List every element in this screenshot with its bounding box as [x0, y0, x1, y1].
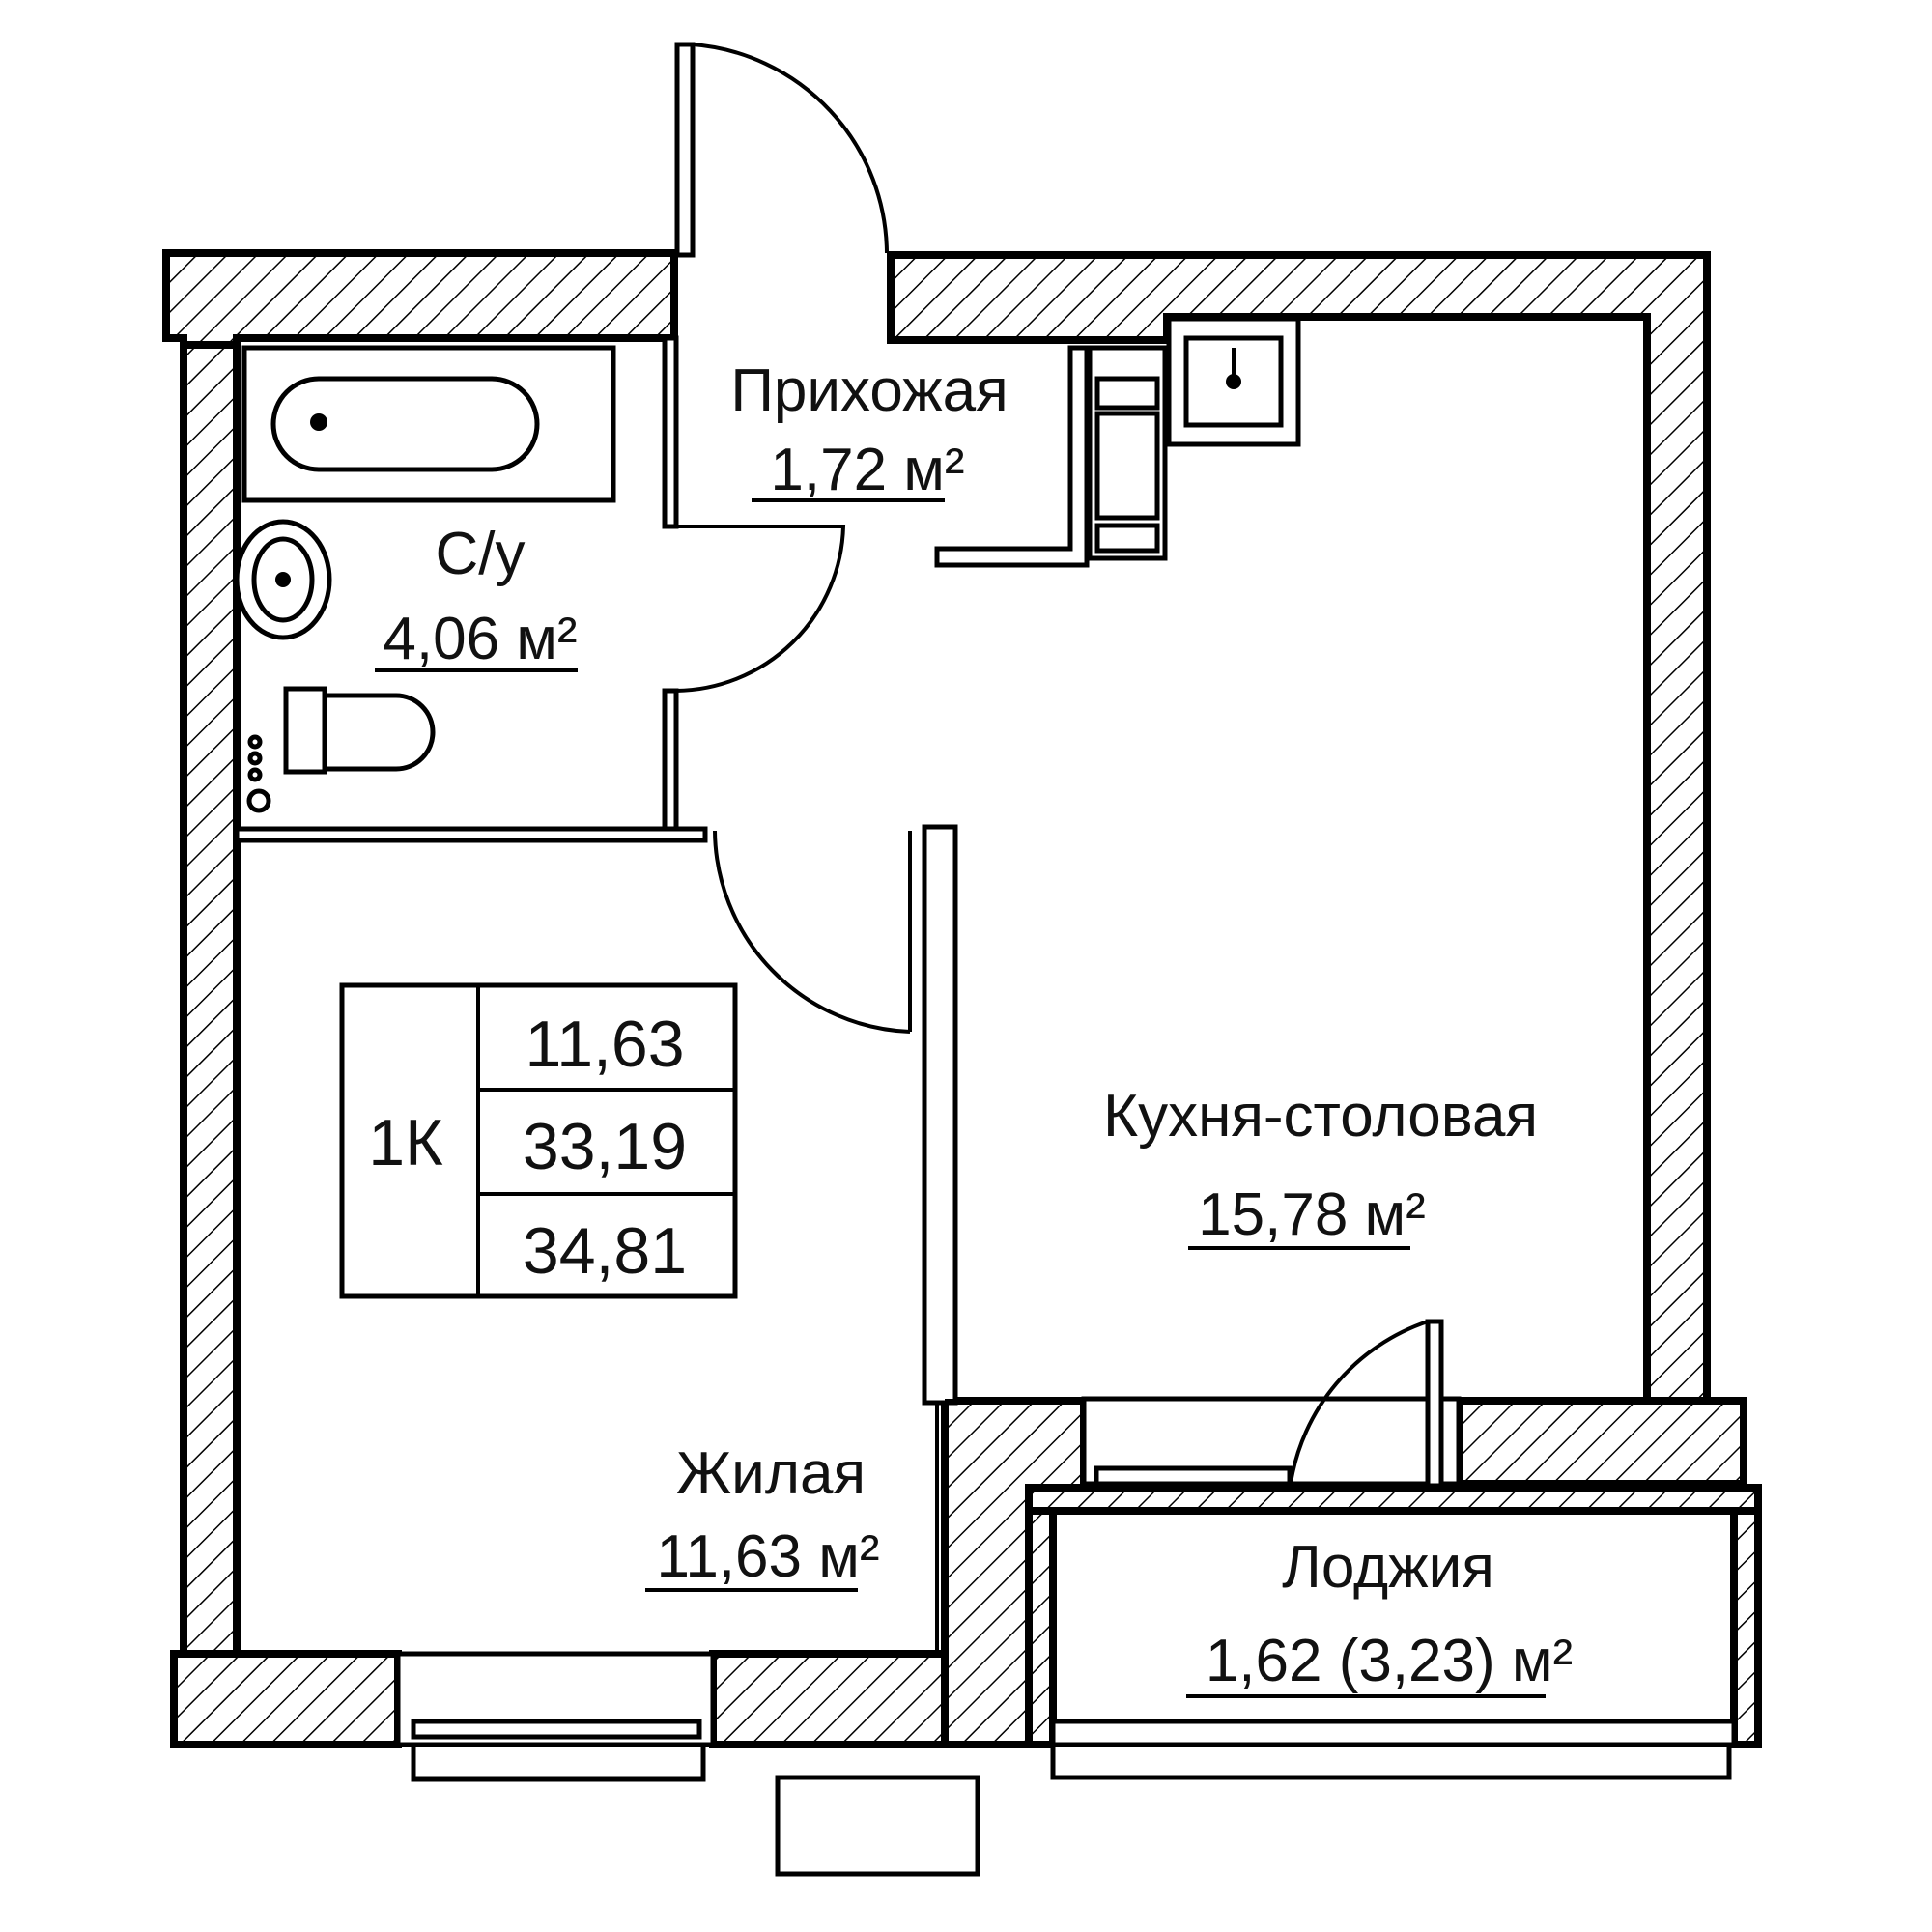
living-door-swing	[713, 830, 911, 1034]
balcony-door-swing	[1289, 1320, 1429, 1485]
hall-area: 1,72 м²	[770, 437, 964, 503]
total-area-value: 33,19	[523, 1110, 687, 1183]
bathroom-door-swing	[675, 525, 846, 693]
apartment-type: 1К	[368, 1106, 443, 1179]
bathtub-inner	[270, 376, 540, 472]
loggia-name: Лоджия	[1282, 1534, 1494, 1601]
kitchen-name: Кухня-столовая	[1103, 1083, 1538, 1150]
toilet-bowl-icon	[322, 693, 436, 772]
wall-top-left	[162, 249, 678, 349]
room-labels: Прихожая 1,72 м² С/у 4,06 м² Кухня-столо…	[375, 357, 1573, 1698]
window-loggia-frame	[1050, 1742, 1732, 1780]
bathtub-drain-icon	[310, 413, 327, 431]
entrance-door-leaf	[674, 42, 696, 258]
wall-left	[180, 341, 241, 1658]
riser-dot-2	[247, 751, 263, 766]
wall-top-right	[887, 251, 1711, 1406]
riser-dot-1	[247, 734, 263, 750]
kitchen-area: 15,78 м²	[1198, 1181, 1426, 1248]
windows	[395, 1396, 1737, 1877]
window-kitchen-sill	[1094, 1465, 1293, 1487]
loggia-area: 1,62 (3,23) м²	[1206, 1628, 1573, 1694]
entrance-door-swing	[692, 43, 889, 254]
riser-icon	[246, 788, 271, 813]
summary-table-frame	[339, 982, 738, 1299]
shaft-inner-2	[1094, 411, 1160, 521]
bathroom-fixtures	[234, 345, 616, 813]
shaft-inner-1	[1094, 376, 1160, 411]
hall-name: Прихожая	[730, 357, 1008, 424]
summary-table: 1К 11,63 33,19 34,81	[339, 982, 738, 1299]
wall-loggia-left	[1025, 1507, 1057, 1748]
shaft-inner-3	[1094, 523, 1160, 554]
partition-hall	[934, 345, 1090, 568]
partition-bath-lower	[662, 688, 679, 840]
window-living-ext	[775, 1775, 980, 1877]
window-living-frame	[411, 1742, 706, 1782]
wall-loggia-pier	[941, 1397, 1088, 1748]
wall-bottom-left	[170, 1650, 402, 1748]
balcony-door-leaf	[1425, 1319, 1444, 1489]
kitchen-fixtures	[1087, 316, 1301, 561]
window-living-sill	[411, 1719, 702, 1740]
window-loggia	[1050, 1719, 1737, 1747]
partition-living-kitchen	[922, 824, 958, 1406]
total-with-loggia-value: 34,81	[523, 1214, 687, 1288]
partition-bath-upper	[662, 335, 679, 529]
washbasin-drain-icon	[275, 572, 291, 587]
wall-loggia-right	[1730, 1507, 1762, 1748]
toilet-tank-icon	[283, 686, 327, 775]
exterior-walls	[162, 249, 1762, 1748]
living-area: 11,63 м²	[656, 1523, 879, 1590]
wall-loggia-top-right	[1455, 1397, 1747, 1488]
kitchen-tap-dot	[1226, 374, 1241, 389]
riser-dot-3	[247, 767, 263, 782]
bathroom-area: 4,06 м²	[383, 606, 577, 672]
wall-bottom-middle	[709, 1650, 949, 1748]
wall-loggia-band	[1025, 1484, 1762, 1515]
living-area-value: 11,63	[525, 1008, 684, 1081]
partition-bath-bottom	[234, 826, 708, 843]
bathroom-name: С/у	[436, 521, 526, 587]
doors	[674, 42, 1444, 1489]
living-name: Жилая	[676, 1440, 866, 1507]
